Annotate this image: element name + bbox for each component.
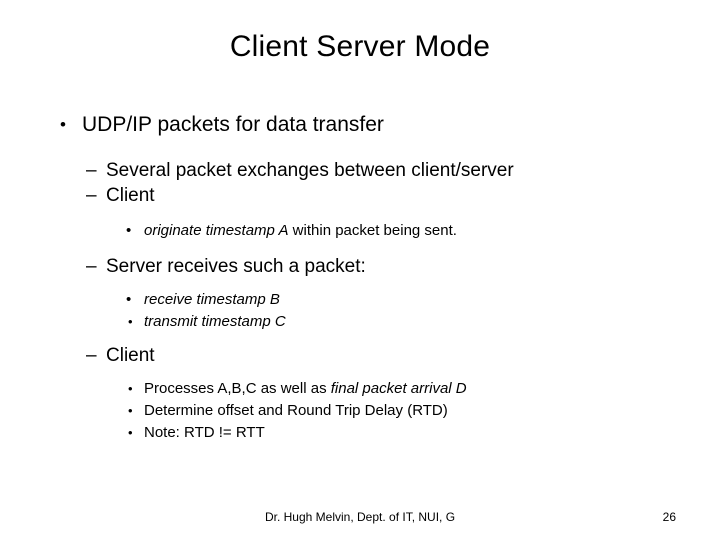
spacer xyxy=(60,144,670,158)
dash-marker-icon: – xyxy=(86,256,97,277)
bullet-level3-text: Note: RTD != RTT xyxy=(144,424,265,441)
bullet-marker-icon: • xyxy=(128,314,133,329)
bullet-level3-text-italic: originate timestamp A xyxy=(144,222,289,239)
page-title: Client Server Mode xyxy=(229,30,491,63)
bullet-level3-text-italic: final packet arrival D xyxy=(330,380,467,397)
bullet-level3-transmit-timestamp: • transmit timestamp C xyxy=(60,311,670,333)
bullet-level3-text-italic: transmit timestamp C xyxy=(144,313,286,330)
bullet-marker-icon: • xyxy=(60,115,66,134)
spacer xyxy=(60,279,670,289)
bullet-level3-receive-timestamp: • receive timestamp B xyxy=(60,289,670,311)
bullet-level2-text: Client xyxy=(106,185,155,206)
bullet-level3-note-rtd: • Note: RTD != RTT xyxy=(60,422,670,444)
dash-marker-icon: – xyxy=(86,345,97,366)
bullet-level2-client-second: – Client xyxy=(60,343,670,368)
bullet-level1-udp: • UDP/IP packets for data transfer xyxy=(60,112,670,138)
footer-credit: Dr. Hugh Melvin, Dept. of IT, NUI, G xyxy=(264,510,456,524)
bullet-level2-text: Client xyxy=(106,345,155,366)
spacer xyxy=(60,242,670,254)
bullet-marker-icon: • xyxy=(128,403,133,418)
slide-body: • UDP/IP packets for data transfer – Sev… xyxy=(60,112,670,444)
dash-marker-icon: – xyxy=(86,185,97,206)
bullet-marker-icon: • xyxy=(126,291,132,308)
bullet-level3-originate: • originate timestamp A within packet be… xyxy=(60,220,670,242)
bullet-level3-text: Processes A,B,C as well as xyxy=(144,380,331,397)
bullet-level3-processes: • Processes A,B,C as well as final packe… xyxy=(60,378,670,400)
spacer xyxy=(60,333,670,343)
bullet-level2-exchanges: – Several packet exchanges between clien… xyxy=(60,158,670,183)
spacer xyxy=(60,368,670,378)
bullet-marker-icon: • xyxy=(126,222,132,239)
spacer xyxy=(60,208,670,220)
bullet-level2-text: Server receives such a packet: xyxy=(106,256,366,277)
bullet-level1-text: UDP/IP packets for data transfer xyxy=(82,113,384,136)
bullet-level2-text: Several packet exchanges between client/… xyxy=(106,160,514,181)
bullet-level2-server-receives: – Server receives such a packet: xyxy=(60,254,670,279)
bullet-level2-client-first: – Client xyxy=(60,183,670,208)
bullet-level3-text: within packet being sent. xyxy=(288,222,457,239)
bullet-marker-icon: • xyxy=(128,425,133,440)
bullet-level3-text: Determine offset and Round Trip Delay (R… xyxy=(144,402,448,419)
bullet-level3-text-italic: receive timestamp B xyxy=(144,291,280,308)
dash-marker-icon: – xyxy=(86,160,97,181)
bullet-marker-icon: • xyxy=(128,381,133,396)
page-number: 26 xyxy=(662,510,676,524)
bullet-level3-determine-offset: • Determine offset and Round Trip Delay … xyxy=(60,400,670,422)
